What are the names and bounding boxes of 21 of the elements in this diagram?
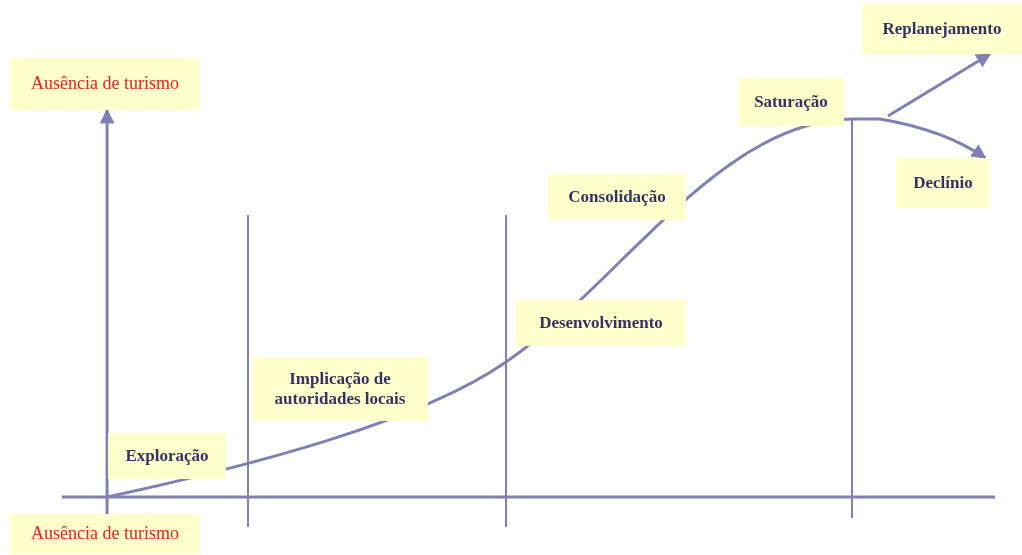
stage-label: Consolidação <box>568 186 666 208</box>
y-axis-arrow <box>99 108 115 514</box>
stage-label-box <box>108 433 226 479</box>
stage-label: Replanejamento <box>882 18 1002 40</box>
stage-label: Ausência de turismo <box>31 523 179 545</box>
stage-label-box <box>896 158 990 208</box>
stage-label: Implicação de autoridades locais <box>273 368 407 410</box>
stage-label: Saturação <box>754 91 828 113</box>
stage-label-box <box>252 357 428 421</box>
stage-label-box <box>548 174 686 220</box>
stage-label: Ausência de turismo <box>31 73 179 95</box>
arrow <box>887 52 992 118</box>
stage-label: Desenvolvimento <box>539 312 663 334</box>
arrow <box>879 117 987 160</box>
stage-label-box <box>10 58 200 110</box>
stage-label-box <box>10 514 200 554</box>
stage-label-box <box>862 4 1022 54</box>
stage-label: Exploração <box>125 445 209 467</box>
stage-label-box <box>516 300 686 346</box>
stage-label-box <box>738 78 844 126</box>
stage-label: Declínio <box>913 172 973 194</box>
